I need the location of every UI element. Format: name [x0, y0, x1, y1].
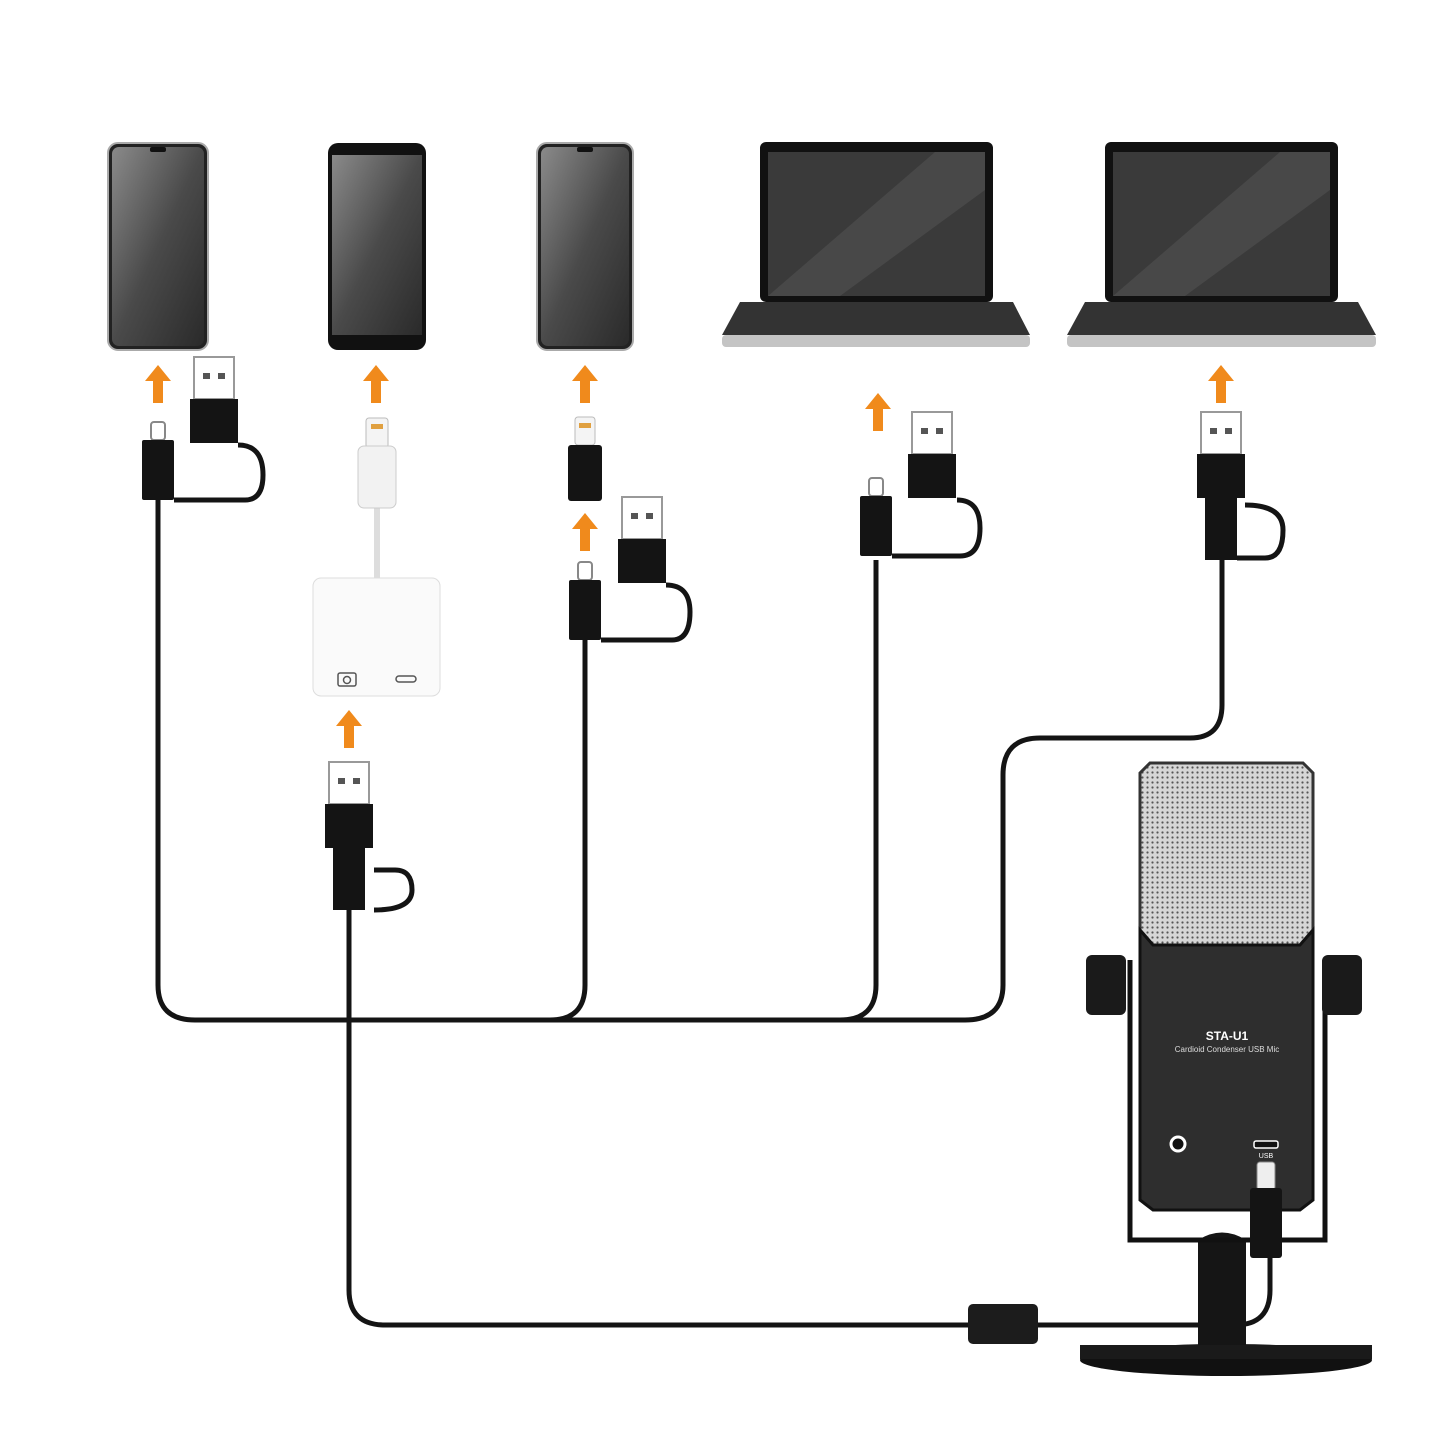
ferrite-bead [968, 1304, 1038, 1344]
usb-port-label: USB [1259, 1153, 1274, 1160]
laptop-icon [722, 142, 1030, 347]
mic-description-label: Cardioid Condenser USB Mic [1175, 1045, 1280, 1054]
usb-a-connector-icon [324, 761, 374, 849]
usb-port-icon [1253, 1140, 1279, 1149]
arrow-up-icon [145, 365, 171, 403]
usb-c-connector-icon [1250, 1188, 1282, 1258]
knob-right [1322, 955, 1362, 1015]
usb-c-connector-icon [568, 561, 602, 641]
lightning-connector-icon [567, 416, 603, 502]
usb-a-connector-icon [1196, 411, 1246, 499]
cable-laptop1 [839, 560, 879, 1023]
mic-grille [1138, 761, 1315, 947]
lightning-camera-adapter-icon [312, 417, 441, 697]
cable-phone3 [549, 640, 588, 1023]
arrow-up-icon [1208, 365, 1234, 403]
camera-icon [337, 672, 357, 687]
mic-model-label: STA-U1 [1206, 1029, 1249, 1043]
usb-a-connector-icon [189, 356, 239, 444]
arrow-up-icon [363, 365, 389, 403]
laptop-icon [1067, 142, 1376, 347]
usb-c-connector-icon [1205, 498, 1237, 560]
usb-a-connector-icon [907, 411, 957, 499]
smartphone-icon [107, 142, 209, 351]
usb-c-connector-icon [141, 421, 175, 501]
arrow-up-icon [572, 513, 598, 551]
smartphone-icon [328, 143, 426, 350]
usb-a-connector-icon [617, 496, 667, 584]
cable-main [155, 500, 1225, 1023]
usb-c-connector-icon [859, 477, 893, 557]
cable-mic [346, 910, 1273, 1328]
usb-c-connector-icon [333, 848, 365, 910]
charge-port-icon [395, 675, 417, 683]
arrow-up-icon [336, 710, 362, 748]
microphone: STA-U1 Cardioid Condenser USB Mic USB [1080, 761, 1372, 1376]
arrow-up-icon [572, 365, 598, 403]
smartphone-icon [536, 142, 634, 351]
cables [155, 442, 1286, 1328]
knob-left [1086, 955, 1126, 1015]
arrow-up-icon [865, 393, 891, 431]
headphone-jack-icon [1169, 1135, 1187, 1153]
mic-body [1138, 925, 1315, 1212]
